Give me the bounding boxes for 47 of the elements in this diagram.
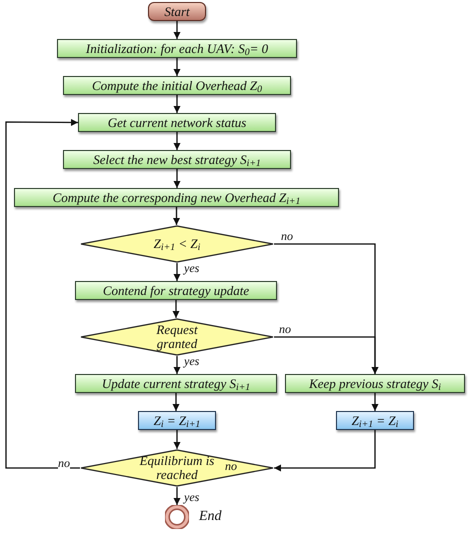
process-box <box>285 374 465 393</box>
process-box <box>78 113 276 132</box>
arrow <box>174 132 180 150</box>
arrow <box>174 169 180 188</box>
arrow <box>174 95 180 113</box>
step-text: Update current strategy S$_{i+1}$ <box>102 376 250 390</box>
step-text: Z$_{i+1}$ = Z$_{i}$ <box>352 414 398 428</box>
arrow <box>5 118 80 469</box>
process-box <box>336 411 414 430</box>
process-box <box>14 188 339 207</box>
arrow <box>174 263 180 281</box>
step-text: Compute the corresponding new Overhead Z$_{i+1}$ <box>52 190 300 204</box>
arrow <box>172 300 180 318</box>
step-text: Z$_{i}$ = Z$_{i+1}$ <box>154 414 200 428</box>
decision-diamond <box>80 318 274 356</box>
decision-diamond <box>80 449 274 487</box>
arrow <box>172 393 180 411</box>
step-text: Z$_{i+1}$ < Z$_{i}$ <box>152 237 202 251</box>
step-text: Compute the initial Overhead Z$_{0}$ <box>92 78 262 92</box>
step-text: Keep previous strategy S$_{i}$ <box>309 376 441 390</box>
step-text: Initialization: for each UAV: S$_{0}$= 0 <box>86 42 268 56</box>
process-box <box>138 411 216 430</box>
arrow <box>174 487 180 505</box>
step-text: Contend for strategy update <box>102 284 250 298</box>
arrow <box>174 21 180 39</box>
process-box <box>63 150 291 169</box>
terminal-label: End <box>199 509 222 525</box>
arrow <box>372 393 378 411</box>
arrow <box>174 356 180 374</box>
step-text: Get current network status <box>108 116 246 130</box>
step-text: Request granted <box>155 323 199 351</box>
process-box <box>63 76 291 95</box>
arrow <box>174 430 180 449</box>
branch-label: no <box>225 460 237 473</box>
arrow <box>274 430 376 472</box>
step-text: Equilibrium is reached <box>138 454 216 482</box>
end-terminal <box>165 505 189 529</box>
decision-diamond <box>80 225 274 263</box>
step-text: Start <box>164 4 190 18</box>
process-box <box>75 281 277 300</box>
process-box <box>57 39 297 58</box>
process-box <box>75 374 277 393</box>
arrow <box>274 336 378 374</box>
arrow <box>173 207 180 225</box>
step-text: Select the new best strategy S$_{i+1}$ <box>93 152 261 166</box>
start-terminal <box>148 2 206 21</box>
arrow <box>174 58 180 76</box>
